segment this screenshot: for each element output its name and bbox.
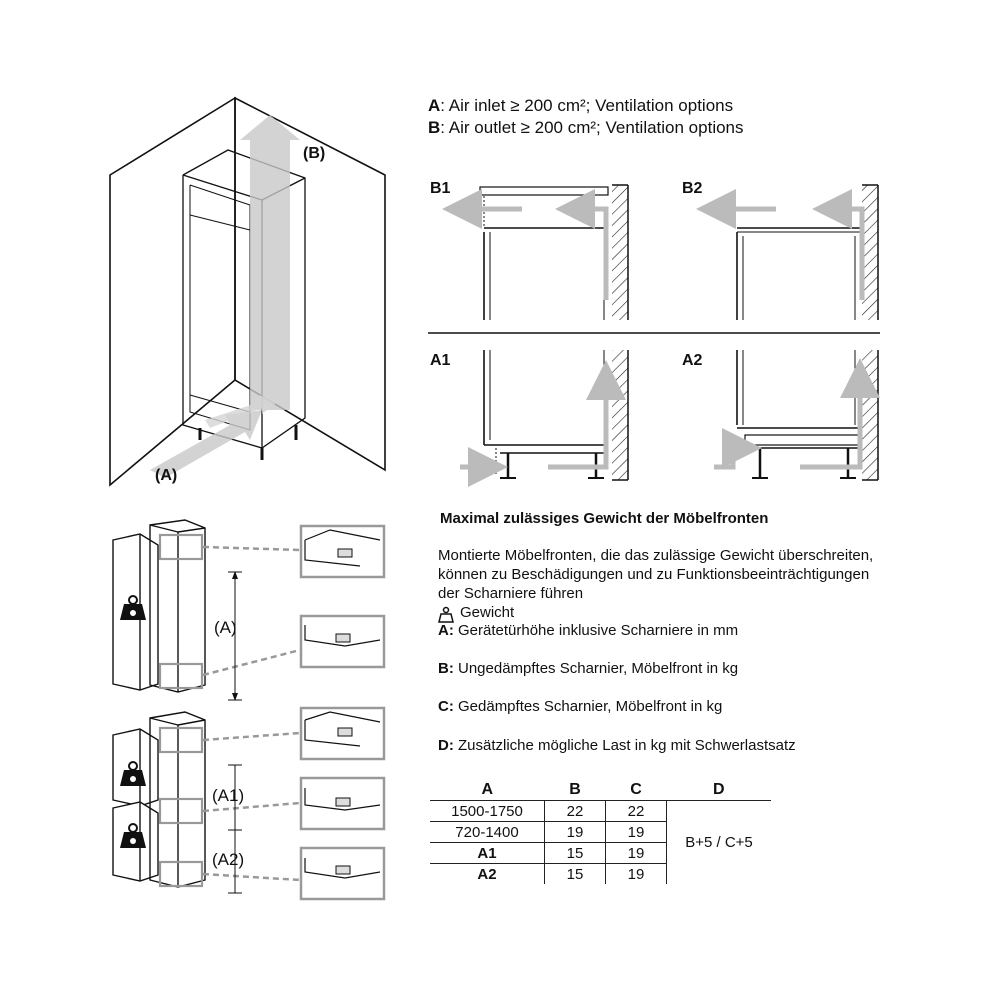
label-air-inlet: (A) [155,467,178,484]
panel-label-b1: B1 [430,180,451,197]
def-d: D: Zusätzliche mögliche Last in kg mit S… [438,737,796,754]
weight-icon [120,595,146,620]
vent-panels [428,184,880,481]
table-header: A [430,780,545,801]
table-cell: A1 [430,842,545,864]
def-c: C: Gedämpftes Scharnier, Möbelfront in k… [438,698,723,715]
weight-table: A B C D 1500-1750 22 22 B+5 / C+5 720-14… [430,780,771,884]
table-header: D [666,780,771,801]
hinge-diagram-double [112,706,386,901]
table-cell: 15 [544,863,606,884]
hinge-diagram-single [112,519,386,701]
table-row: A1 15 19 [430,842,771,864]
def-a: A: Gerätetürhöhe inklusive Scharniere in… [438,622,739,639]
section-title: Maximal zulässiges Gewicht der Möbelfron… [440,510,769,527]
table-header-row: A B C D [430,780,771,801]
table-cell: 19 [605,821,667,843]
warning-paragraph: Montierte Möbelfronten, die das zulässig… [438,547,874,602]
weight-icon-label: Gewicht [460,604,515,621]
table-header: B [544,780,606,801]
weight-icon [120,761,146,848]
airflow-arrows-iso [150,115,300,478]
dim-label-a2: (A2) [212,850,245,869]
table-cell: 19 [544,821,606,843]
table-cell: 19 [605,863,667,884]
table-cell: 19 [605,842,667,864]
table-cell: 22 [605,800,667,822]
table-cell: A2 [477,865,497,883]
table-header: C [605,780,667,801]
panel-label-a1: A1 [430,352,451,369]
legend-inlet: A: Air inlet ≥ 200 cm²; Ventilation opti… [428,96,734,115]
panel-label-b2: B2 [682,180,703,197]
panel-label-a2: A2 [682,352,703,369]
table-row: 1500-1750 22 22 B+5 / C+5 [430,800,771,884]
table-cell: 720-1400 [430,821,545,843]
table-row: 720-1400 19 19 [430,821,771,843]
dim-label-a1: (A1) [212,786,245,805]
dim-label-a: (A) [214,618,237,637]
table-row: A2 15 19 [430,863,771,884]
weight-icon [438,606,454,623]
def-b: B: Ungedämpftes Scharnier, Möbelfront in… [438,660,739,677]
label-air-outlet: (B) [303,145,326,162]
table-cell: 22 [544,800,606,822]
table-cell-d: B+5 / C+5 [666,800,771,884]
table-cell: 1500-1750 [430,800,545,822]
legend-outlet: B: Air outlet ≥ 200 cm²; Ventilation opt… [428,118,744,137]
vent-airflow-arrows [442,189,880,487]
table-cell: 15 [544,842,606,864]
